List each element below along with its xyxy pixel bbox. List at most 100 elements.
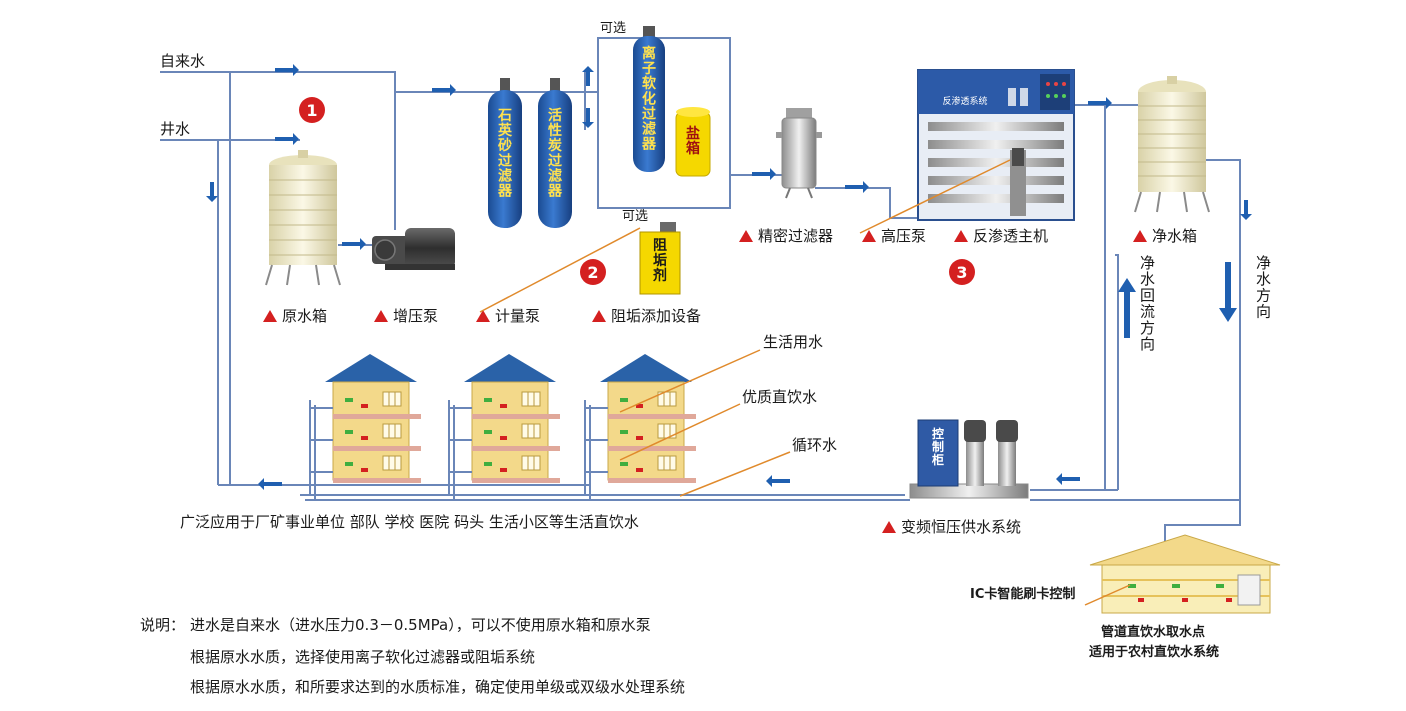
label-vfd-system: 变频恒压供水系统 bbox=[882, 518, 1021, 536]
red-tap-icon bbox=[361, 404, 368, 408]
window bbox=[521, 391, 541, 407]
flow-arrow-down-big-icon bbox=[1219, 262, 1237, 322]
label-precision-filter: 精密过滤器 bbox=[739, 227, 833, 245]
flow-arrow-left-icon bbox=[1056, 473, 1080, 485]
circulating-water-label: 循环水 bbox=[792, 436, 837, 454]
notes-line-3: 根据原水水质，和所要求达到的水质标准，确定使用单级或双级水处理系统 bbox=[190, 678, 685, 696]
floor-slab bbox=[472, 446, 560, 451]
quartz-filter-text: 石英砂过滤器 bbox=[497, 108, 513, 200]
flow-arrow-left-icon bbox=[766, 475, 790, 487]
window bbox=[382, 455, 402, 471]
well-water-label: 井水 bbox=[160, 120, 190, 138]
step-number: 3 bbox=[956, 263, 967, 282]
flow-arrow-left-icon bbox=[258, 478, 282, 490]
label-metering-pump: 计量泵 bbox=[476, 307, 540, 325]
flow-arrow-right-icon bbox=[845, 181, 869, 193]
green-tap-icon bbox=[345, 398, 353, 402]
window bbox=[382, 423, 402, 439]
buildings-group bbox=[309, 354, 696, 500]
flow-arrow-down-icon bbox=[1240, 200, 1252, 220]
antiscalant-text: 阻垢剂 bbox=[653, 238, 667, 284]
red-tap-icon bbox=[636, 404, 643, 408]
green-tap-icon bbox=[620, 398, 628, 402]
notes-section: 说明： 进水是自来水（进水压力0.3－0.5MPa），可以不使用原水箱和原水泵 … bbox=[140, 616, 685, 696]
red-tap-icon bbox=[361, 436, 368, 440]
flow-arrow-down-icon bbox=[206, 182, 218, 202]
building-roof bbox=[325, 354, 417, 382]
step-marker-3: 3 bbox=[949, 259, 975, 285]
flow-arrow-right-icon bbox=[752, 168, 776, 180]
window bbox=[657, 455, 677, 471]
floor-slab bbox=[333, 478, 421, 483]
building-roof bbox=[464, 354, 556, 382]
svg-text:增压泵: 增压泵 bbox=[393, 307, 438, 325]
floor-slab bbox=[608, 414, 696, 419]
clean-flow-label: 净水方向 bbox=[1256, 254, 1271, 321]
window bbox=[521, 423, 541, 439]
green-tap-icon bbox=[345, 430, 353, 434]
optional-mid-label: 可选 bbox=[622, 209, 648, 224]
label-ro-main: 反渗透主机 bbox=[954, 227, 1048, 245]
salt-box-text: 盐箱 bbox=[686, 125, 700, 157]
svg-text:阻垢添加设备: 阻垢添加设备 bbox=[611, 307, 701, 325]
clean-water-tank-icon bbox=[1134, 76, 1210, 213]
svg-text:精密过滤器: 精密过滤器 bbox=[758, 227, 833, 245]
premium-water-label: 优质直饮水 bbox=[742, 388, 817, 406]
notes-prefix: 说明： bbox=[140, 616, 185, 634]
flow-arrow-down-icon bbox=[582, 108, 594, 128]
label-booster-pump: 增压泵 bbox=[374, 307, 438, 325]
warning-triangle-icon bbox=[263, 310, 277, 322]
green-tap-icon bbox=[484, 430, 492, 434]
ro-panel-title: 反渗透系统 bbox=[942, 95, 987, 107]
label-clean-tank: 净水箱 bbox=[1133, 227, 1197, 245]
green-tap-icon bbox=[620, 462, 628, 466]
green-tap-icon bbox=[484, 462, 492, 466]
notes-line-2: 根据原水水质，选择使用离子软化过滤器或阻垢系统 bbox=[190, 648, 535, 666]
green-tap-icon bbox=[345, 462, 353, 466]
warning-triangle-icon bbox=[862, 230, 876, 242]
warning-triangle-icon bbox=[592, 310, 606, 322]
svg-text:高压泵: 高压泵 bbox=[881, 227, 926, 245]
flow-arrow-right-icon bbox=[342, 238, 366, 250]
flow-arrow-up-icon bbox=[582, 66, 594, 86]
green-tap-icon bbox=[620, 430, 628, 434]
vfd-supply-system-icon: 控制柜 bbox=[909, 419, 1029, 499]
label-raw-tank: 原水箱 bbox=[263, 307, 327, 325]
green-tap-icon bbox=[484, 398, 492, 402]
antiscalant-tank-icon: 阻垢剂 bbox=[639, 222, 681, 295]
floor-slab bbox=[608, 446, 696, 451]
floor-slab bbox=[333, 414, 421, 419]
floor-slab bbox=[608, 478, 696, 483]
window bbox=[382, 391, 402, 407]
floor-slab bbox=[472, 478, 560, 483]
floor-slab bbox=[333, 446, 421, 451]
step-number: 1 bbox=[306, 101, 317, 120]
rural-line2-label: 适用于农村直饮水系统 bbox=[1089, 644, 1219, 660]
carbon-filter-text: 活性炭过滤器 bbox=[547, 107, 563, 200]
red-tap-icon bbox=[500, 436, 507, 440]
label-high-pressure-pump: 高压泵 bbox=[862, 227, 926, 245]
precision-filter-icon bbox=[776, 108, 822, 199]
quartz-sand-filter-icon: 石英砂过滤器 bbox=[488, 78, 522, 228]
ic-card-label: IC卡智能刷卡控制 bbox=[970, 586, 1075, 602]
flow-arrow-right-icon bbox=[275, 64, 299, 76]
svg-text:计量泵: 计量泵 bbox=[495, 307, 540, 325]
flow-arrow-right-icon bbox=[432, 84, 456, 96]
step-marker-1: 1 bbox=[299, 97, 325, 123]
optional-top-label: 可选 bbox=[600, 21, 626, 36]
rural-line1-label: 管道直饮水取水点 bbox=[1101, 624, 1205, 640]
label-dosing-device: 阻垢添加设备 bbox=[592, 307, 701, 325]
svg-text:离子软化过滤器: 离子软化过滤器 bbox=[641, 45, 657, 153]
warning-triangle-icon bbox=[739, 230, 753, 242]
booster-pump-icon bbox=[372, 228, 455, 270]
svg-text:变频恒压供水系统: 变频恒压供水系统 bbox=[901, 518, 1021, 536]
salt-box-icon: 盐箱 bbox=[675, 107, 711, 177]
control-cabinet-text: 控制柜 bbox=[931, 426, 944, 467]
step-number: 2 bbox=[587, 263, 598, 282]
rural-house-icon bbox=[1089, 534, 1281, 614]
return-flow-label: 净水回流方向 bbox=[1140, 254, 1155, 353]
svg-text:石英砂过滤器: 石英砂过滤器 bbox=[497, 108, 513, 200]
building-roof bbox=[600, 354, 692, 382]
svg-text:净水箱: 净水箱 bbox=[1152, 227, 1197, 245]
